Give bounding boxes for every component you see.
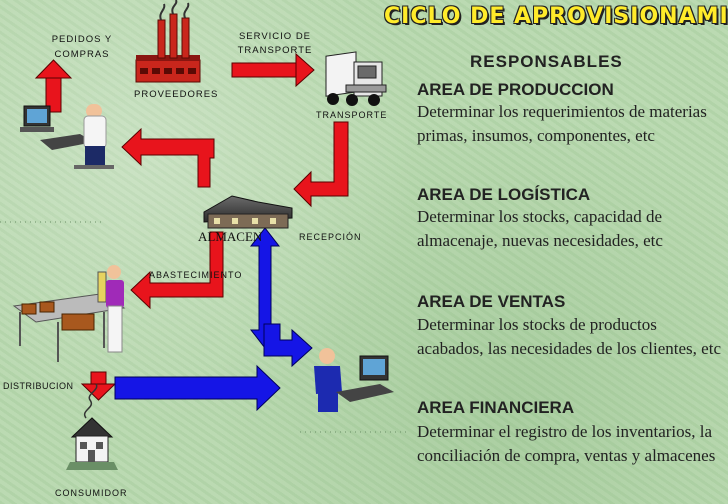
area-title-logistica: AREA DE LOGÍSTICA xyxy=(417,185,591,204)
arrow-blue-right xyxy=(263,323,313,368)
label-almacen: ALMACEN xyxy=(198,229,263,244)
area-title-ventas: AREA DE VENTAS xyxy=(417,292,566,311)
area-title-produccion: AREA DE PRODUCCION xyxy=(417,80,614,99)
area-text-logistica: Determinar los stocks, capacidad de alma… xyxy=(417,207,663,250)
factory-icon xyxy=(135,0,201,83)
label-recepcion: RECEPCIÓN xyxy=(299,232,362,242)
label-distribucion: DISTRIBUCION xyxy=(3,381,74,391)
arrow-down-left-red-2 xyxy=(130,231,224,310)
area-text-ventas: Determinar los stocks de productos acaba… xyxy=(417,315,721,358)
area-title-financiera: AREA FINANCIERA xyxy=(417,398,575,417)
page-title: CICLO DE APROVISIONAMIENTO xyxy=(384,4,728,29)
arrow-blue-horizontal xyxy=(114,364,281,412)
label-abastecimiento: ABASTECIMIENTO xyxy=(149,270,243,280)
area-text-produccion: Determinar los requerimientos de materia… xyxy=(417,102,707,145)
house-icon xyxy=(66,383,118,470)
responsables-heading: RESPONSABLES xyxy=(470,52,623,71)
clerk-computer-icon xyxy=(314,348,394,412)
label-transporte: TRANSPORTE xyxy=(316,110,388,120)
arrow-down-red-bottom xyxy=(80,371,117,401)
arrow-down-left-red xyxy=(293,121,349,208)
label-consumidor: CONSUMIDOR xyxy=(55,488,128,498)
packing-table-worker-icon xyxy=(12,265,126,362)
warehouse-icon xyxy=(203,195,293,229)
label-servicio-transporte: SERVICIO DE TRANSPORTE xyxy=(237,31,313,56)
arrow-left-red xyxy=(121,127,215,188)
arrow-right-red-top xyxy=(231,52,315,88)
label-proveedores: PROVEEDORES xyxy=(134,89,219,100)
office-worker-computer-icon xyxy=(20,104,114,169)
area-text-financiera: Determinar el registro de los inventario… xyxy=(417,422,716,465)
arrow-up-red xyxy=(34,59,73,113)
truck-icon xyxy=(325,51,387,106)
label-pedidos-compras: PEDIDOS Y COMPRAS xyxy=(51,34,113,60)
